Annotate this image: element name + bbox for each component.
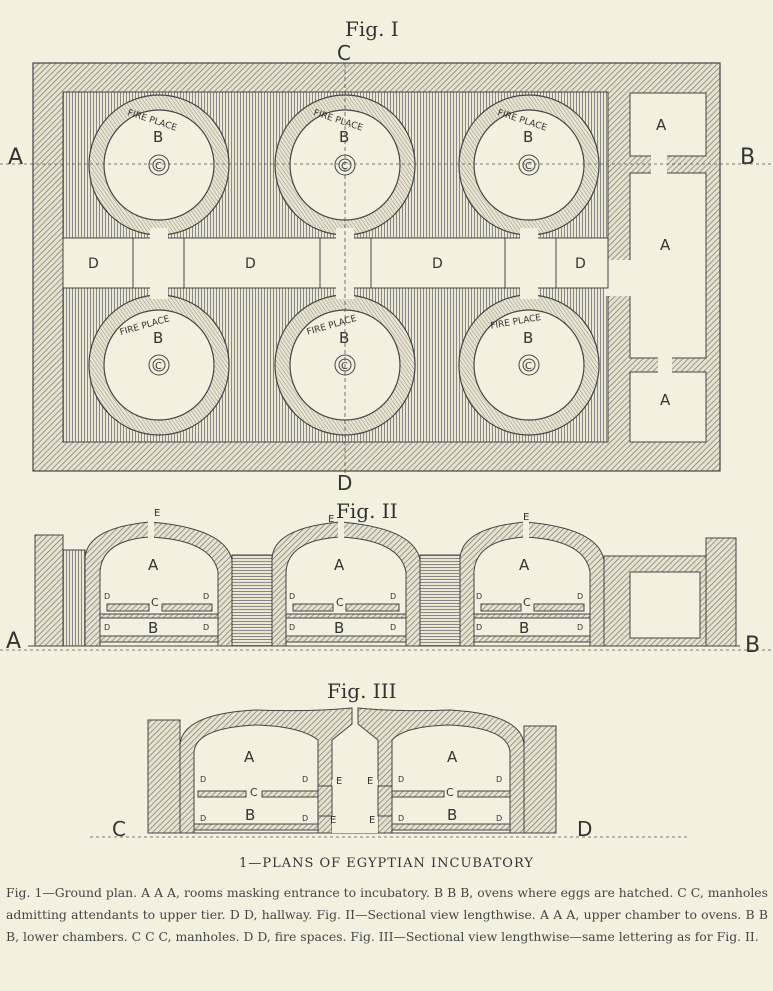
hall-letter-3: D xyxy=(432,256,443,272)
room-letter-3: A xyxy=(660,391,671,409)
fig2-fire-5: D xyxy=(476,592,482,601)
oven-letter-4: B xyxy=(153,329,163,347)
fig3-upper-2: A xyxy=(447,748,458,766)
fig3-fire-1: D xyxy=(200,775,206,784)
fig3-fire-7: D xyxy=(398,814,404,823)
fig2-fire-2: D xyxy=(203,592,209,601)
fig3-vent-3: E xyxy=(330,815,336,826)
fig2-manhole-2: C xyxy=(336,596,344,609)
fig2-left: A xyxy=(6,629,21,654)
oven-letter-1: B xyxy=(153,128,163,146)
fig3-fire-4: D xyxy=(496,775,502,784)
manhole-letter-1: C xyxy=(155,161,162,172)
fig3-manhole-2: C xyxy=(446,786,454,799)
fig2-fire-9: D xyxy=(289,623,295,632)
fig3-lower-1: B xyxy=(245,806,255,824)
fig2-title: Fig. II xyxy=(336,499,398,523)
fig2-upper-2: A xyxy=(334,556,345,574)
fig3-upper-1: A xyxy=(244,748,255,766)
fig2-manhole-1: C xyxy=(151,596,159,609)
fig3-vent-1: E xyxy=(336,776,342,787)
fig3-left-wall xyxy=(147,719,181,834)
fig2-upper-3: A xyxy=(519,556,530,574)
fig3-chamber-2 xyxy=(357,707,525,834)
fig1-axis-bottom: D xyxy=(337,471,352,495)
fig1-passage xyxy=(604,260,634,296)
fig2-vent-1: E xyxy=(154,508,160,519)
fig2-fire-6: D xyxy=(577,592,583,601)
fig1-room-middle xyxy=(629,172,707,359)
hall-letter-2: D xyxy=(245,256,256,272)
fig2-vent-2: E xyxy=(328,514,334,525)
oven-letter-5: B xyxy=(339,329,349,347)
fig1-title: Fig. I xyxy=(345,17,399,41)
fig3-right-wall xyxy=(523,725,557,834)
manhole-letter-2: C xyxy=(341,161,348,172)
fig2-lower-3: B xyxy=(519,619,529,637)
fig2-right: B xyxy=(745,633,760,658)
manhole-letter-6: C xyxy=(525,361,532,372)
fig2-fire-10: D xyxy=(390,623,396,632)
fig3-vent-2: E xyxy=(367,776,373,787)
fig1-room-upper xyxy=(629,92,707,157)
fig3-lower-2: B xyxy=(447,806,457,824)
fig2-fire-11: D xyxy=(476,623,482,632)
fig3-fire-5: D xyxy=(200,814,206,823)
fig2-fire-8: D xyxy=(203,623,209,632)
oven-letter-6: B xyxy=(523,329,533,347)
fig1-axis-left: A xyxy=(8,145,23,170)
fig2-fire-7: D xyxy=(104,623,110,632)
hall-letter-4: D xyxy=(575,256,586,272)
figure-caption: 1—PLANS OF EGYPTIAN INCUBATORY xyxy=(239,856,534,871)
oven-letter-2: B xyxy=(339,128,349,146)
manhole-letter-4: C xyxy=(155,361,162,372)
fig2-manhole-3: C xyxy=(523,596,531,609)
fig2-upper-1: A xyxy=(148,556,159,574)
fig3-right: D xyxy=(577,817,592,841)
fig3-fire-2: D xyxy=(302,775,308,784)
fig2-lower-1: B xyxy=(148,619,158,637)
fig2-lower-2: B xyxy=(334,619,344,637)
fig3-fire-8: D xyxy=(496,814,502,823)
manhole-letter-5: C xyxy=(341,361,348,372)
fig3-manhole-1: C xyxy=(250,786,258,799)
fig2-fire-12: D xyxy=(577,623,583,632)
fig2-left-wall xyxy=(34,534,64,647)
hall-letter-1: D xyxy=(88,256,99,272)
fig1-hallway xyxy=(62,237,609,289)
fig3-chamber-1 xyxy=(179,707,353,834)
room-letter-2: A xyxy=(660,236,671,254)
fig3-left: C xyxy=(112,817,126,841)
fig3-vent-4: E xyxy=(369,815,375,826)
fig2-right-wall xyxy=(705,537,737,647)
fig3-fire-3: D xyxy=(398,775,404,784)
fig1-axis-right: B xyxy=(740,145,755,170)
oven-letter-3: B xyxy=(523,128,533,146)
fig2-fire-4: D xyxy=(390,592,396,601)
figure-legend: Fig. 1—Ground plan. A A A, rooms masking… xyxy=(6,885,768,944)
fig1-axis-top: C xyxy=(337,41,351,65)
manhole-letter-3: C xyxy=(525,161,532,172)
fig3-fire-6: D xyxy=(302,814,308,823)
fig2-fire-1: D xyxy=(104,592,110,601)
fig2-vent-3: E xyxy=(523,512,529,523)
fig3-title: Fig. III xyxy=(327,679,397,703)
room-letter-1: A xyxy=(656,116,667,134)
fig2-fire-3: D xyxy=(289,592,295,601)
